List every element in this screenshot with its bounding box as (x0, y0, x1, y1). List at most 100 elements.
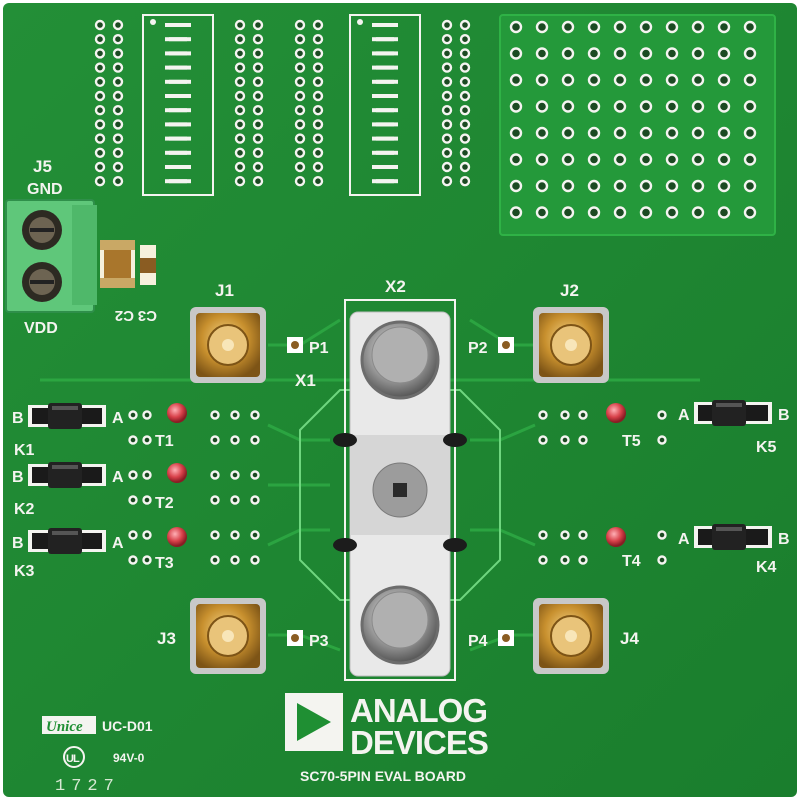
plated-hole (441, 175, 453, 187)
prototype-hole (743, 20, 757, 34)
plated-hole (459, 19, 471, 31)
k1-a-label: A (112, 410, 124, 427)
plated-hole (94, 119, 106, 130)
prototype-hole (639, 20, 653, 34)
header-hole (210, 530, 220, 540)
prototype-hole (717, 179, 731, 193)
header-hole (230, 470, 240, 480)
ic-pad (169, 150, 191, 155)
header-hole (128, 410, 138, 420)
plated-hole (294, 34, 306, 45)
k2-label: K2 (14, 501, 35, 518)
plated-hole (252, 175, 264, 187)
header-hole (578, 555, 588, 565)
gnd-label: GND (27, 181, 63, 198)
prototype-hole (639, 179, 653, 193)
header-hole (128, 495, 138, 505)
plated-hole (294, 48, 306, 59)
prototype-hole (535, 20, 549, 34)
ic-pad (376, 94, 398, 98)
plated-hole (459, 161, 471, 173)
plated-hole (459, 62, 471, 73)
test-point-p3 (287, 630, 303, 646)
prototype-hole (509, 126, 523, 140)
header-hole (128, 435, 138, 445)
led-t1 (167, 403, 187, 423)
date-code: 1727 (55, 777, 120, 796)
jumper-k1 (28, 403, 106, 429)
header-hole (230, 495, 240, 505)
prototype-hole (535, 206, 549, 219)
ic-pad (376, 37, 398, 42)
header-hole (538, 530, 548, 540)
j5-terminal-block (5, 199, 97, 313)
t3-label: T3 (155, 555, 174, 572)
board-name: SC70-5PIN EVAL BOARD (300, 768, 466, 784)
prototype-hole (535, 100, 549, 113)
plated-hole (312, 19, 324, 31)
plated-hole (312, 161, 324, 173)
plated-hole (312, 175, 324, 187)
plated-hole (441, 90, 453, 102)
prototype-hole (665, 20, 679, 34)
header-hole (210, 555, 220, 565)
prototype-hole (743, 179, 757, 193)
plated-hole (234, 90, 246, 102)
prototype-hole (509, 206, 523, 219)
j1-label: J1 (215, 281, 234, 300)
jumper-k5 (694, 400, 772, 426)
plated-hole (294, 104, 306, 116)
ic-pad (169, 79, 191, 84)
plated-hole (441, 133, 453, 144)
prototype-hole (535, 47, 549, 60)
jumper-k4 (694, 524, 772, 550)
plated-hole (234, 161, 246, 173)
jumper-k2 (28, 462, 106, 488)
ic-pad (376, 136, 398, 141)
header-hole (250, 555, 260, 565)
header-hole (210, 435, 220, 445)
prototype-hole (717, 100, 731, 113)
k2-a-label: A (112, 469, 124, 486)
plated-hole (459, 104, 471, 116)
flammability-rating: 94V-0 (113, 751, 145, 765)
plated-hole (252, 34, 264, 45)
header-hole (250, 530, 260, 540)
p1-label: P1 (309, 340, 329, 357)
plated-hole (252, 48, 264, 59)
k4-b-label: B (778, 531, 790, 548)
header-hole (538, 555, 548, 565)
header-hole (578, 530, 588, 540)
prototype-hole (561, 126, 575, 140)
plated-hole (312, 76, 324, 88)
prototype-hole (509, 73, 523, 87)
header-hole (578, 410, 588, 420)
prototype-hole (639, 206, 653, 219)
prototype-hole (613, 179, 627, 193)
prototype-hole (509, 20, 523, 34)
plated-hole (441, 19, 453, 31)
plated-hole (112, 19, 124, 31)
plated-hole (94, 48, 106, 59)
plated-hole (234, 62, 246, 73)
plated-hole (112, 104, 124, 116)
led-t4 (606, 527, 626, 547)
plated-hole (234, 34, 246, 45)
test-point-p2 (498, 337, 514, 353)
prototype-hole (561, 100, 575, 113)
plated-hole (312, 90, 324, 102)
prototype-hole (665, 206, 679, 219)
plated-hole (441, 62, 453, 73)
prototype-hole (535, 153, 549, 166)
k1-b-label: B (12, 410, 24, 427)
prototype-hole (691, 179, 705, 193)
plated-hole (252, 62, 264, 73)
plated-hole (112, 147, 124, 159)
plated-hole (234, 48, 246, 59)
prototype-hole (587, 179, 601, 193)
plated-hole (294, 147, 306, 159)
plated-hole (312, 147, 324, 159)
plated-hole (252, 19, 264, 31)
plated-hole (94, 133, 106, 144)
